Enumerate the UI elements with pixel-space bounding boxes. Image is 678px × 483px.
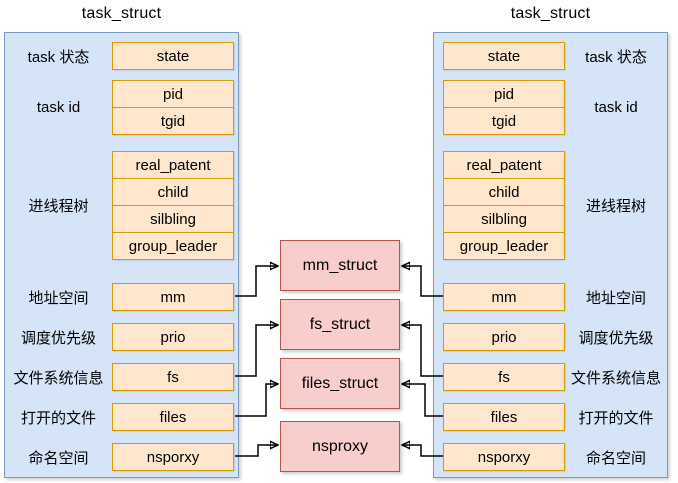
right-fields-task-id: pid tgid [443,80,565,135]
left-fields-fs-info: fs [112,363,234,391]
left-field-state: state [112,42,234,70]
left-field-files: files [112,403,234,431]
right-fields-task-state: state [443,42,565,70]
right-field-silbling: silbling [443,205,565,233]
arrow-left-fs-to-fs-struct [235,325,277,377]
right-fields-sched-priority: prio [443,323,565,351]
arrow-left-nsporxy-to-nsproxy [235,445,277,457]
left-field-real-patent: real_patent [112,151,234,179]
right-label-process-tree: 进线程树 [585,198,646,215]
left-label-task-id: task id [36,99,81,116]
left-task-struct-panel: task 状态 state task id pid tgid 进线程树 real… [4,32,239,478]
left-field-pid: pid [112,80,234,108]
right-label-open-files: 打开的文件 [578,409,654,427]
left-fields-process-tree: real_patent child silbling group_leader [112,151,234,260]
shared-struct-mm: mm_struct [280,240,400,291]
right-field-fs: fs [443,363,565,391]
right-label-fs-info: 文件系统信息 [570,369,661,387]
left-field-prio: prio [112,323,234,351]
arrow-left-files-to-files-struct [235,384,277,417]
shared-struct-files: files_struct [280,358,400,409]
right-panel-title: task_struct [510,5,591,22]
left-field-child: child [112,178,234,206]
left-group-task-state: task 状态 state [5,42,238,70]
left-fields-task-state: state [112,42,234,70]
right-group-task-id: pid tgid task id [434,80,667,135]
left-fields-task-id: pid tgid [112,80,234,135]
right-group-address-space: mm 地址空间 [434,283,667,311]
right-group-open-files: files 打开的文件 [434,403,667,431]
left-field-silbling: silbling [112,205,234,233]
right-field-tgid: tgid [443,107,565,135]
right-label-task-status: task 状态 [585,48,647,66]
left-group-task-id: task id pid tgid [5,80,238,135]
left-label-address-space: 地址空间 [28,289,89,307]
right-fields-namespace: nsporxy [443,443,565,471]
right-group-task-state: state task 状态 [434,42,667,70]
right-fields-process-tree: real_patent child silbling group_leader [443,151,565,260]
left-group-address-space: 地址空间 mm [5,283,238,311]
left-field-nsporxy: nsporxy [112,443,234,471]
right-field-prio: prio [443,323,565,351]
left-group-namespace: 命名空间 nsporxy [5,443,238,471]
right-field-pid: pid [443,80,565,108]
left-group-process-tree: 进线程树 real_patent child silbling group_le… [5,151,238,260]
left-fields-open-files: files [112,403,234,431]
right-group-fs-info: fs 文件系统信息 [434,363,667,391]
shared-struct-ns: nsproxy [280,421,400,472]
left-group-open-files: 打开的文件 files [5,403,238,431]
left-group-sched-priority: 调度优先级 prio [5,323,238,351]
right-label-sched-priority: 调度优先级 [578,329,654,347]
left-label-sched-priority: 调度优先级 [20,329,96,347]
right-field-files: files [443,403,565,431]
shared-struct-fs: fs_struct [280,299,400,350]
right-field-state: state [443,42,565,70]
right-task-struct-panel: state task 状态 pid tgid task id real_pate… [433,32,668,478]
right-group-sched-priority: prio 调度优先级 [434,323,667,351]
left-field-mm: mm [112,283,234,311]
left-label-fs-info: 文件系统信息 [13,369,104,387]
right-label-namespace: 命名空间 [585,449,646,467]
left-label-process-tree: 进线程树 [28,198,89,215]
left-field-tgid: tgid [112,107,234,135]
left-panel-title: task_struct [81,5,162,22]
right-label-address-space: 地址空间 [585,289,646,307]
right-group-namespace: nsporxy 命名空间 [434,443,667,471]
right-field-real-patent: real_patent [443,151,565,179]
right-field-group-leader: group_leader [443,232,565,260]
left-label-open-files: 打开的文件 [20,409,96,427]
left-field-group-leader: group_leader [112,232,234,260]
left-field-fs: fs [112,363,234,391]
left-fields-namespace: nsporxy [112,443,234,471]
right-field-child: child [443,178,565,206]
left-fields-address-space: mm [112,283,234,311]
left-group-fs-info: 文件系统信息 fs [5,363,238,391]
left-fields-sched-priority: prio [112,323,234,351]
right-field-nsporxy: nsporxy [443,443,565,471]
left-label-task-status: task 状态 [27,48,90,66]
right-group-process-tree: real_patent child silbling group_leader … [434,151,667,260]
left-label-namespace: 命名空间 [28,449,89,467]
right-field-mm: mm [443,283,565,311]
arrow-left-mm-to-mm-struct [235,266,277,297]
right-fields-address-space: mm [443,283,565,311]
right-fields-fs-info: fs [443,363,565,391]
right-label-task-id: task id [594,99,638,116]
right-fields-open-files: files [443,403,565,431]
